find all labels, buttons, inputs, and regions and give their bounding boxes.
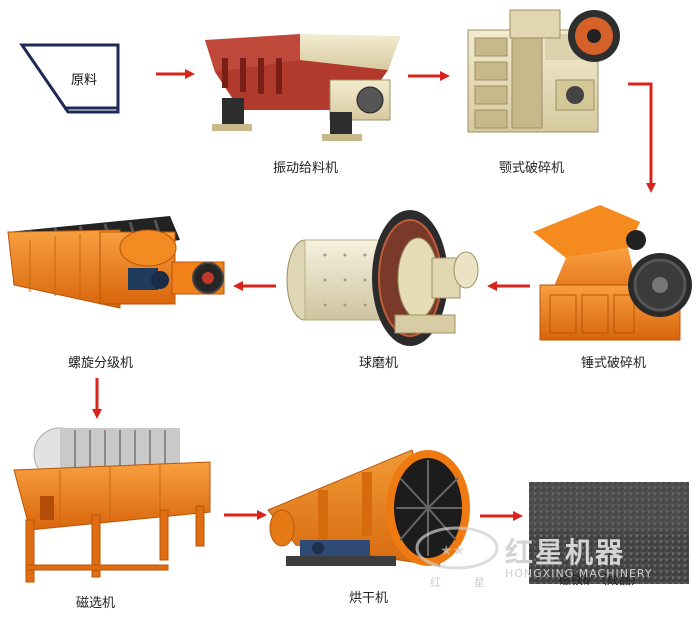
magnetic-separator-image [13,427,211,583]
jaw-crusher-image [467,9,620,133]
label-magnetic-separator: 磁选机 [76,596,116,611]
raw-material-box [19,43,120,114]
spiral-classifier-image [7,216,225,309]
arrow-jaw-to-hammer [628,82,656,193]
raw-material-label: 原料 [71,73,98,88]
product-ore-image [529,482,689,584]
label-hammer-crusher: 锤式破碎机 [581,356,647,371]
watermark-brand-en: HONGXING MACHINERY [505,567,653,580]
feeder-springs [222,98,352,138]
watermark-brand-cn: 红星机器 [505,536,626,569]
label-jaw-crusher: 颚式破碎机 [499,161,565,176]
label-dryer: 烘干机 [349,591,389,606]
label-vibrating-feeder: 振动给料机 [273,161,339,176]
hammer-crusher-image [533,205,692,341]
label-spiral-classifier: 螺旋分级机 [68,356,134,371]
label-product: 磁铁矿（成品） [559,573,644,587]
watermark-small-left: 红 [430,576,441,589]
watermark-small-right: 星 [474,576,485,589]
ball-mill-image [286,210,479,346]
flow-arrows [92,69,656,521]
dryer-spokes [396,460,462,556]
rotary-dryer-image [267,449,470,567]
label-ball-mill: 球磨机 [359,356,399,371]
watermark-logo: ★★ [415,526,499,570]
vibrating-feeder-image [205,34,400,141]
watermark-stars: ★★ [440,543,465,559]
